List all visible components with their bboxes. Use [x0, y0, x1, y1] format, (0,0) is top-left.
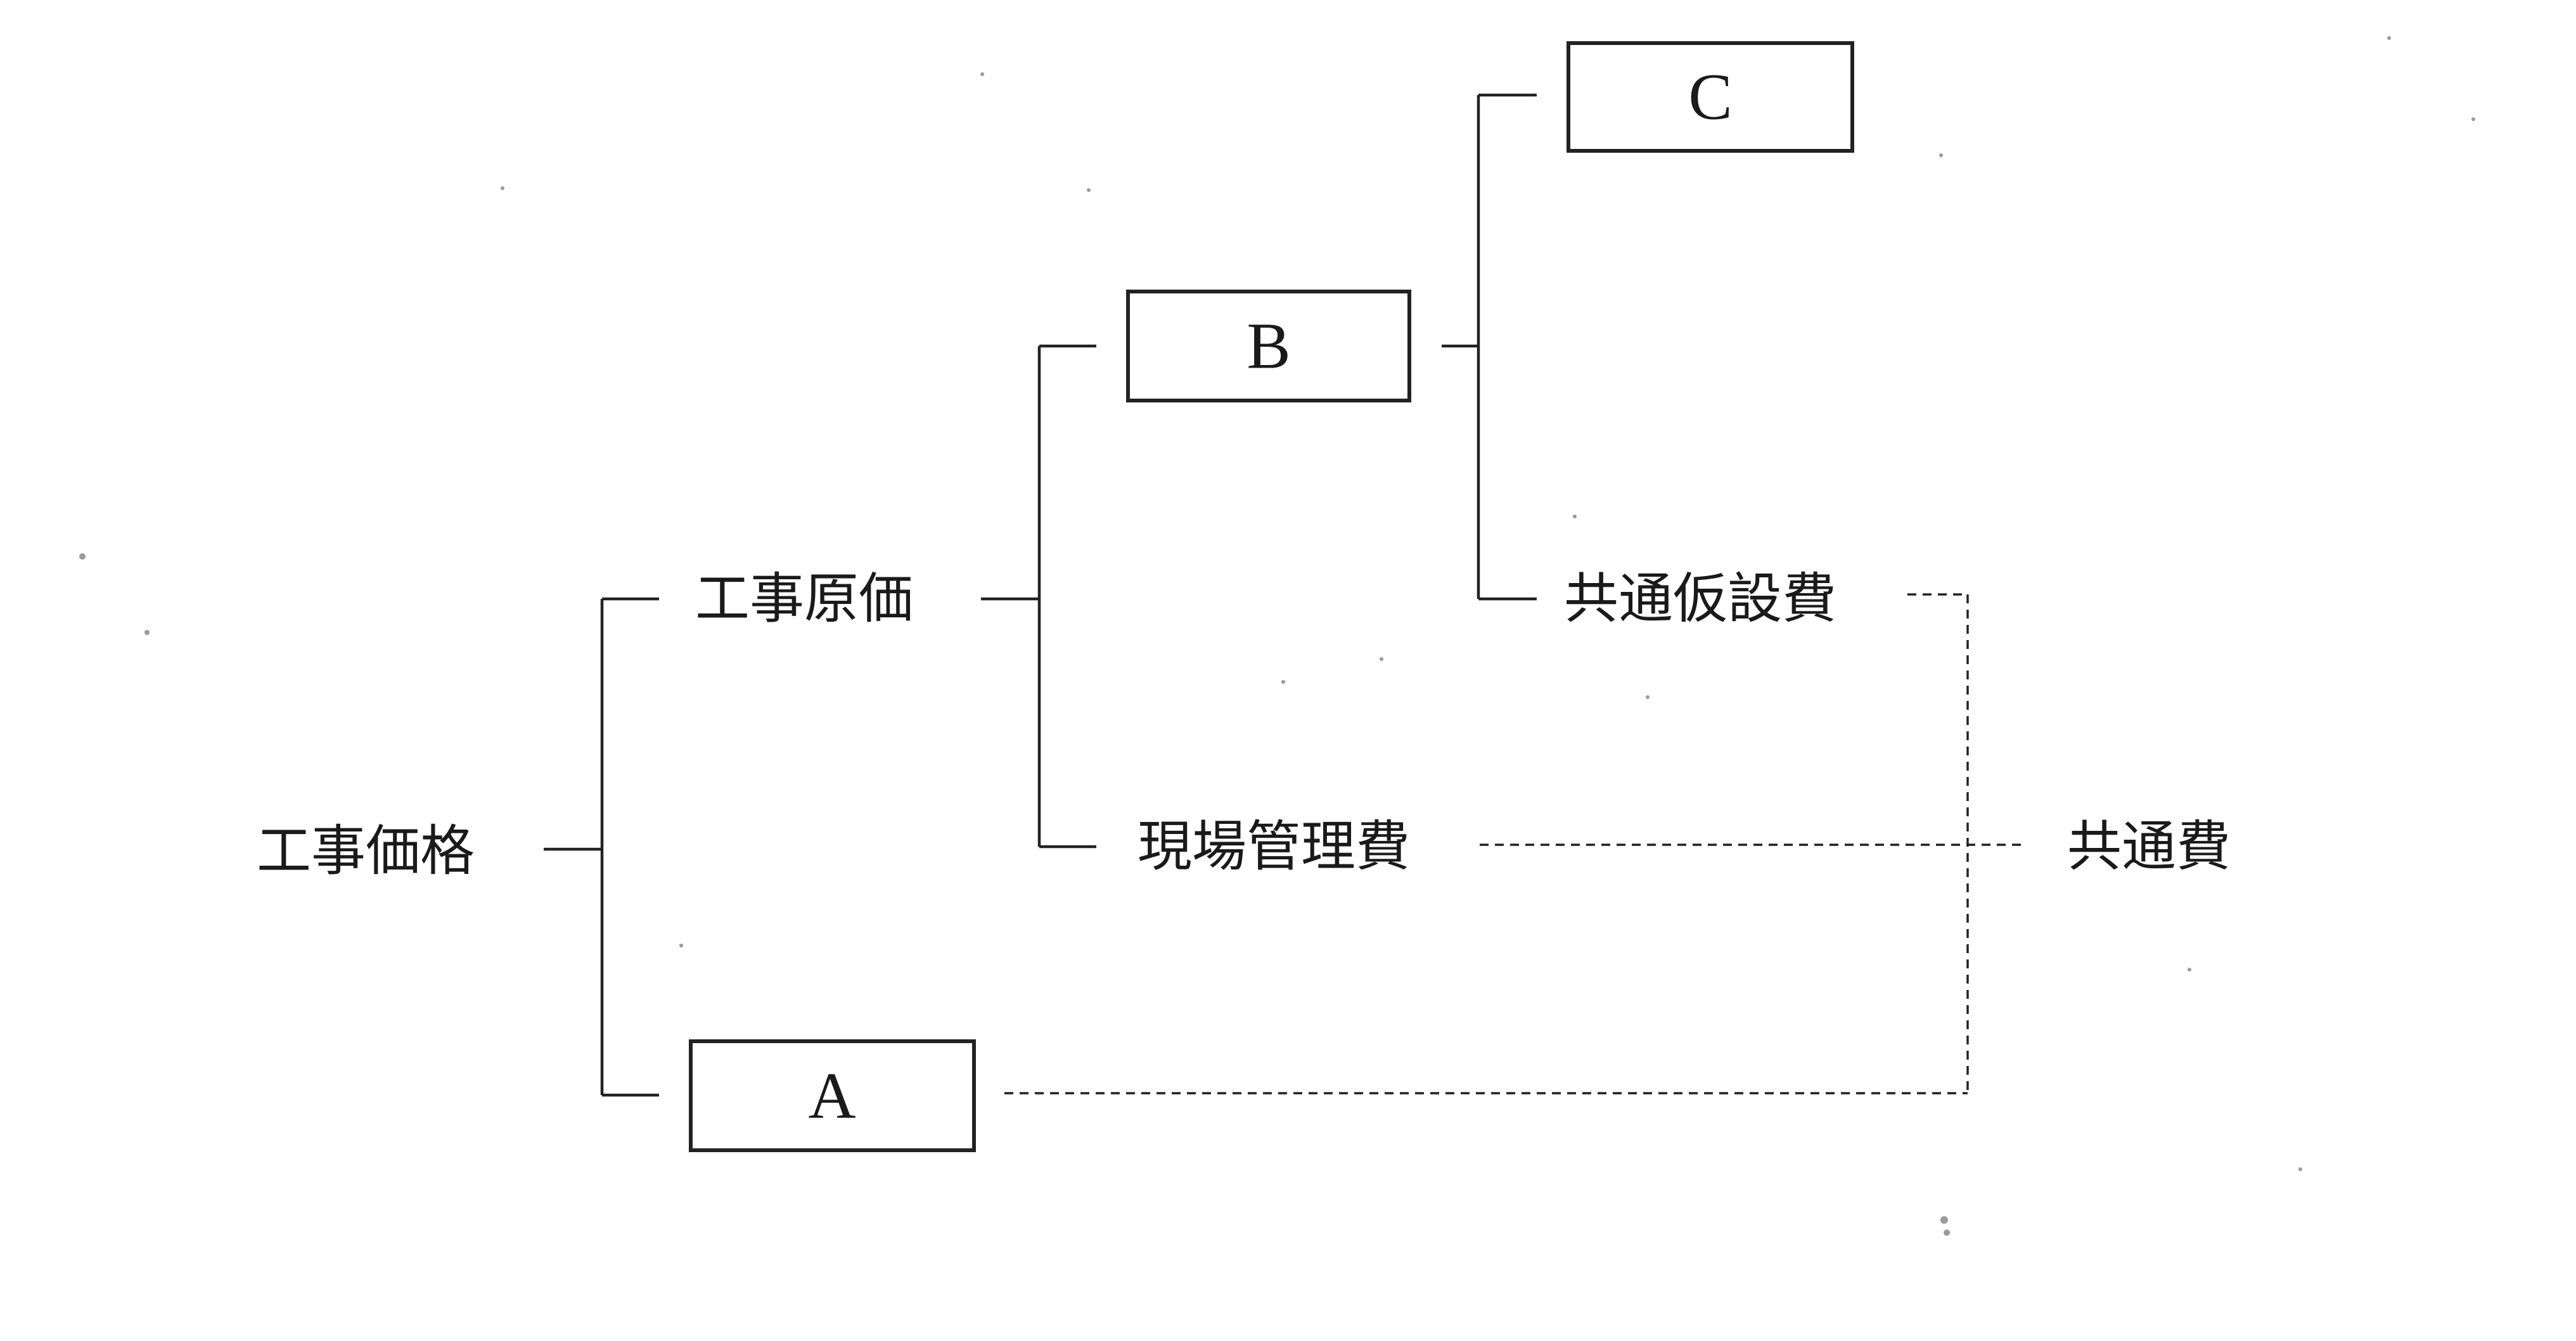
speck — [1573, 515, 1577, 518]
speck — [679, 944, 683, 947]
node-site-management-cost: 現場管理費 — [1137, 815, 1410, 878]
speck — [1944, 1229, 1950, 1236]
scan-noise — [79, 36, 2475, 1236]
box-c: C — [1567, 41, 1854, 153]
speck — [2188, 968, 2191, 972]
speck — [1646, 695, 1650, 699]
node-common-cost: 共通費 — [2067, 815, 2231, 878]
speck — [1281, 680, 1285, 684]
node-common-temporary-cost: 共通仮設費 — [1564, 567, 1836, 631]
box-b: B — [1126, 290, 1411, 402]
speck — [2298, 1167, 2302, 1171]
speck — [2471, 117, 2475, 121]
speck — [1940, 1216, 1948, 1224]
box-a-frame — [689, 1039, 976, 1152]
box-b-frame — [1126, 290, 1411, 402]
solid-connectors — [544, 93, 1537, 1097]
speck — [79, 553, 86, 560]
box-a-label: A — [808, 1060, 855, 1132]
speck — [980, 72, 984, 76]
box-b-label: B — [1246, 310, 1290, 383]
speck — [501, 186, 504, 190]
speck — [2387, 36, 2391, 40]
box-c-frame — [1567, 41, 1854, 153]
speck — [1939, 153, 1943, 157]
speck — [1380, 657, 1383, 661]
speck — [144, 630, 150, 635]
speck — [1087, 188, 1091, 192]
node-construction-cost: 工事原価 — [695, 567, 913, 631]
box-c-label: C — [1688, 61, 1732, 134]
dashed-connectors — [1004, 593, 2025, 1094]
box-a: A — [689, 1039, 976, 1152]
node-construction-price: 工事価格 — [257, 819, 475, 883]
